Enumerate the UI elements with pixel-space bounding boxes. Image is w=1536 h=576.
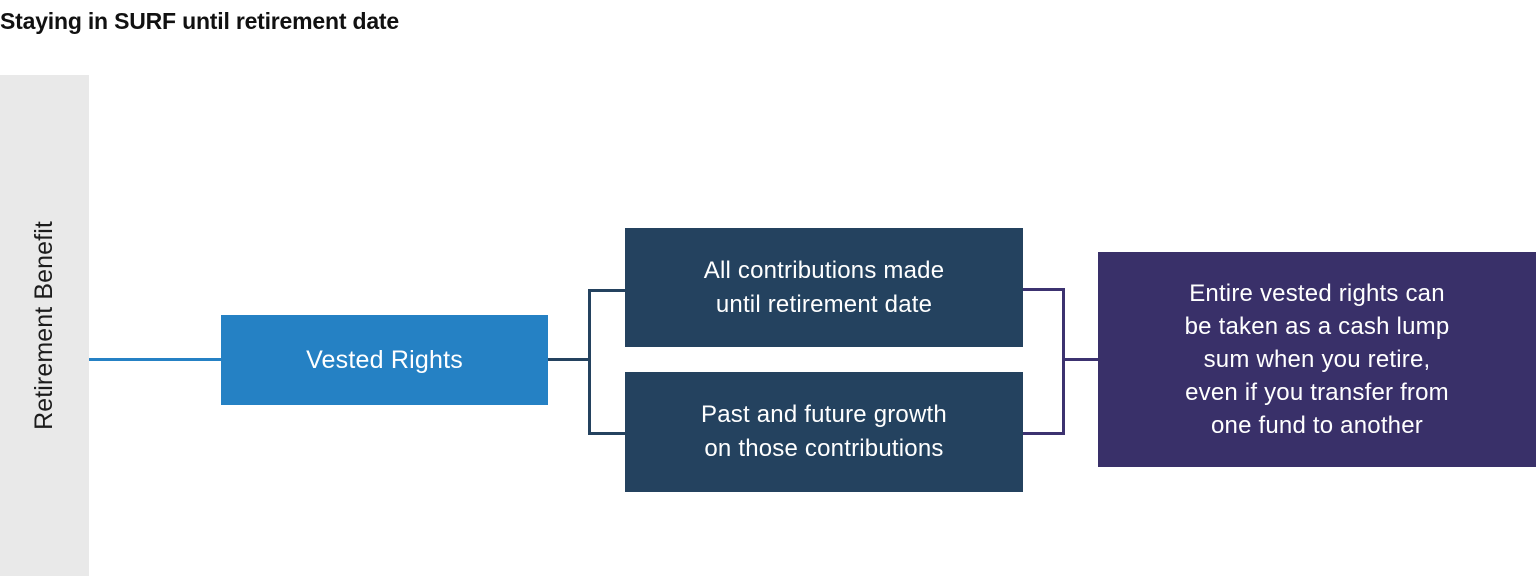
connector-merge-vertical [1062, 288, 1065, 435]
category-band-label: Retirement Benefit [30, 221, 58, 430]
node-cash-lump-sum-label: Entire vested rights can be taken as a c… [1184, 280, 1450, 439]
node-vested-rights: Vested Rights [221, 315, 548, 405]
connector-split-to-contributions [588, 289, 628, 292]
connector-vested-rights-to-split [548, 358, 591, 361]
node-past-future-growth-label: Past and future growth on those contribu… [701, 401, 947, 462]
connector-split-to-growth [588, 432, 628, 435]
connector-split-vertical [588, 289, 591, 435]
node-vested-rights-label: Vested Rights [306, 346, 463, 374]
category-band: Retirement Benefit [0, 75, 89, 576]
connector-band-to-vested-rights [89, 358, 221, 361]
page-title: Staying in SURF until retirement date [0, 8, 399, 34]
node-all-contributions-label: All contributions made until retirement … [703, 256, 945, 318]
connector-merge-to-lump-sum [1062, 358, 1100, 361]
node-past-future-growth: Past and future growth on those contribu… [625, 372, 1023, 492]
node-cash-lump-sum: Entire vested rights can be taken as a c… [1098, 252, 1536, 467]
connector-growth-to-merge [1023, 432, 1065, 435]
connector-contributions-to-merge [1023, 288, 1065, 291]
node-all-contributions: All contributions made until retirement … [625, 228, 1023, 347]
